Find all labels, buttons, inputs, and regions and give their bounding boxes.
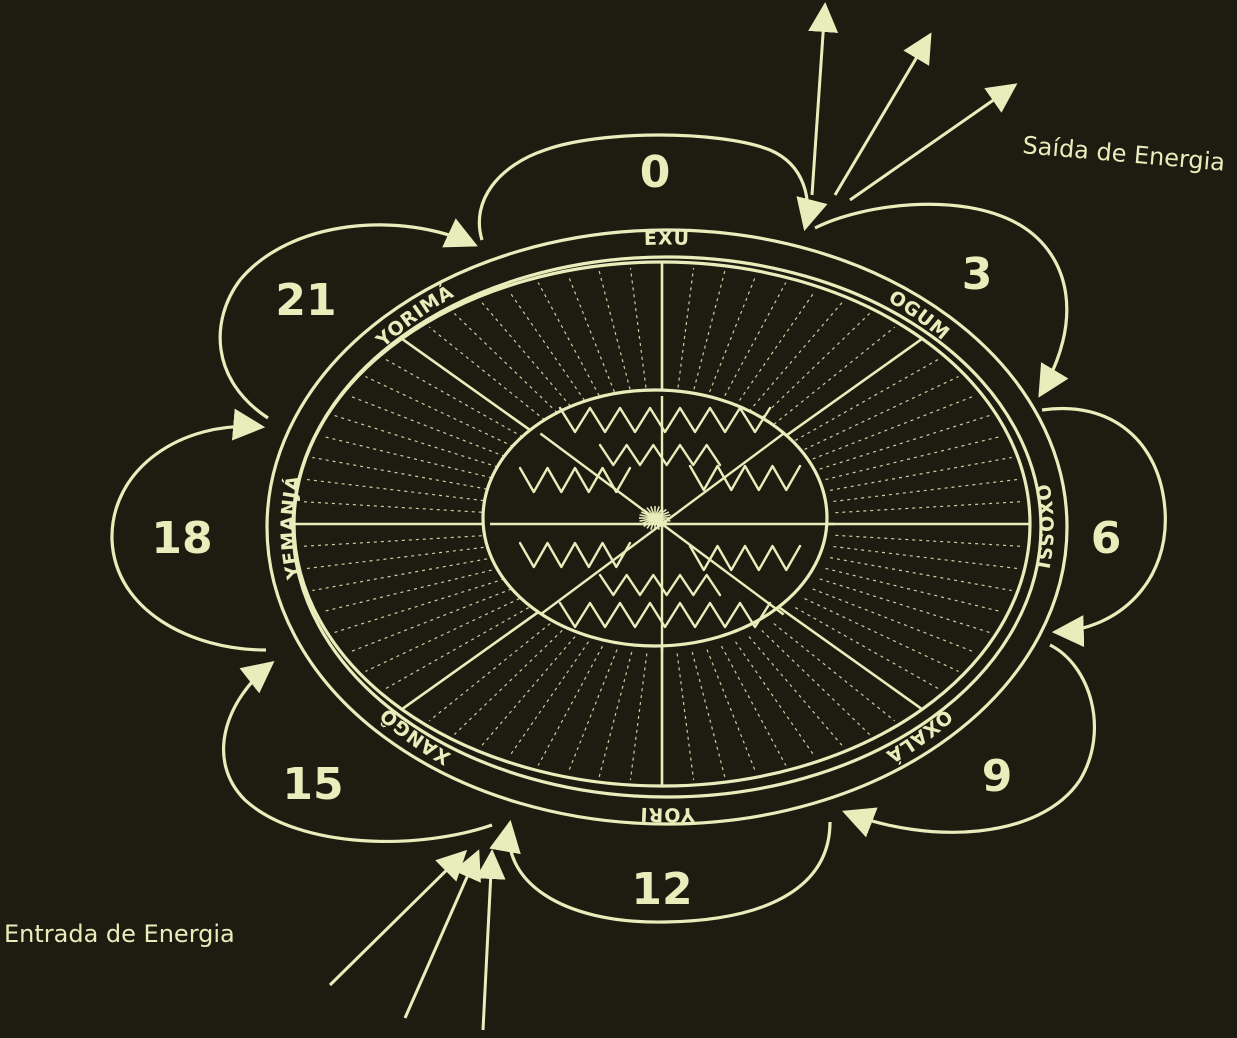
svg-text:YORI: YORI	[639, 803, 696, 826]
ray-line	[677, 654, 693, 781]
energy-out-arrow	[835, 35, 930, 195]
ray-line	[833, 479, 1018, 501]
petal-loop-3	[845, 645, 1094, 832]
ray-line	[538, 646, 602, 765]
ray-line	[301, 535, 488, 546]
ray-line	[322, 568, 499, 611]
ray-line	[568, 650, 617, 773]
deity-label-yori: YORI	[639, 803, 696, 826]
ray-line	[835, 502, 1022, 513]
energy-in-label: Entrada de Energia	[4, 920, 235, 948]
ray-line	[774, 327, 895, 424]
ray-line	[677, 268, 693, 395]
ray-line	[692, 271, 725, 396]
ray-line	[736, 642, 815, 757]
ray-line	[830, 558, 1012, 591]
ray-line	[348, 589, 511, 653]
ray-line	[365, 377, 519, 450]
ray-line	[813, 396, 976, 460]
ray-line	[762, 630, 870, 734]
ray-line	[322, 436, 499, 479]
ray-line	[305, 479, 490, 501]
ray-line	[538, 282, 602, 401]
center-star	[639, 506, 671, 530]
ray-line	[301, 502, 488, 513]
deity-label-exu: EXU	[644, 228, 691, 250]
ray-line	[365, 599, 519, 672]
ray-line	[795, 359, 939, 441]
ray-line	[722, 282, 786, 401]
svg-text:YEMANJÁ: YEMANJÁ	[277, 473, 306, 583]
ray-line	[429, 624, 550, 721]
ray-line	[805, 377, 959, 450]
ray-line	[312, 558, 494, 591]
ray-line	[826, 568, 1003, 611]
ray-line	[805, 599, 959, 672]
ray-line	[348, 396, 511, 460]
ray-line	[454, 313, 562, 417]
deity-label-oxossi: OXOSSI	[1031, 483, 1057, 571]
energy-in-arrow	[483, 852, 492, 1030]
ray-line	[385, 608, 529, 690]
number-9: 9	[982, 751, 1013, 802]
energy-out-label: Saída de Energia	[1021, 131, 1226, 177]
ray-line	[826, 436, 1003, 479]
ray-line	[736, 291, 815, 406]
ray-line	[774, 624, 895, 721]
ray-line	[830, 457, 1012, 490]
ray-line	[795, 608, 939, 690]
energy-in-arrow	[330, 852, 465, 985]
energy-out-arrow	[812, 5, 825, 195]
ray-line	[305, 547, 490, 569]
ray-line	[762, 313, 870, 417]
svg-text:EXU: EXU	[644, 228, 691, 250]
number-15: 15	[282, 759, 343, 810]
ray-line	[599, 652, 632, 777]
ray-line	[707, 650, 756, 773]
deity-label-yemanja: YEMANJÁ	[277, 473, 306, 583]
ray-line	[454, 630, 562, 734]
number-12: 12	[631, 864, 692, 915]
svg-text:OXOSSI: OXOSSI	[1031, 483, 1057, 571]
ray-line	[385, 359, 529, 441]
ray-line	[833, 547, 1018, 569]
ray-line	[835, 535, 1022, 546]
ray-line	[509, 291, 588, 406]
ray-line	[813, 589, 976, 653]
ray-line	[312, 457, 494, 490]
ray-line	[599, 271, 632, 396]
number-0: 0	[640, 147, 671, 198]
ray-line	[509, 642, 588, 757]
number-18: 18	[151, 513, 212, 564]
ray-line	[429, 327, 550, 424]
number-3: 3	[962, 249, 993, 300]
number-6: 6	[1091, 513, 1122, 564]
ray-line	[722, 646, 786, 765]
ray-line	[630, 654, 646, 781]
ray-line	[707, 276, 756, 399]
energy-out-arrow	[850, 85, 1015, 200]
number-21: 21	[275, 275, 336, 326]
ray-line	[692, 652, 725, 777]
ray-line	[568, 276, 617, 399]
ray-line	[630, 268, 646, 395]
